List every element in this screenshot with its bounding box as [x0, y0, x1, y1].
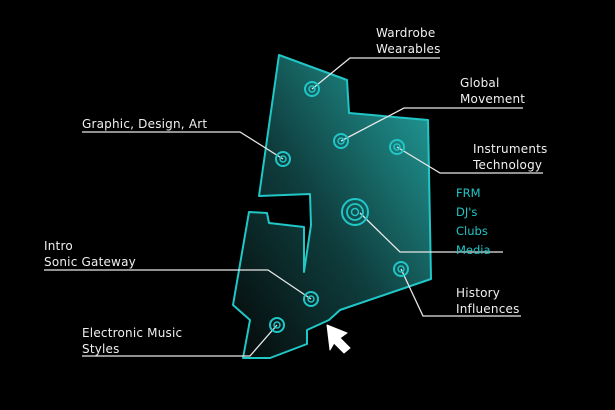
- target-instruments[interactable]: [389, 139, 405, 155]
- target-intro[interactable]: [303, 291, 319, 307]
- label-intro-line2: Sonic Gateway: [44, 255, 136, 269]
- connector-graphic: [82, 131, 284, 160]
- label-history[interactable]: History Influences: [456, 285, 520, 317]
- connector-center: [359, 212, 503, 253]
- label-graphic[interactable]: Graphic, Design, Art: [82, 116, 207, 132]
- label-instruments-line1: Instruments: [473, 142, 548, 156]
- center-topic-djs: DJ's: [456, 205, 478, 219]
- center-topic-media: Media: [456, 243, 491, 257]
- connector-electronic: [82, 324, 278, 357]
- label-history-line1: History: [456, 286, 501, 300]
- connector-intro: [44, 269, 312, 300]
- floor-plan-shape: [232, 54, 432, 359]
- label-electronic-line1: Electronic Music: [82, 326, 183, 340]
- connector-history: [400, 268, 521, 317]
- connector-wardrobe: [311, 57, 440, 90]
- center-topic-clubs: Clubs: [456, 224, 488, 238]
- label-global[interactable]: Global Movement: [460, 75, 525, 107]
- center-topic-list[interactable]: FRM DJ's Clubs Media: [456, 184, 491, 260]
- target-history[interactable]: [393, 261, 409, 277]
- label-intro-line1: Intro: [44, 239, 73, 253]
- label-global-line1: Global: [460, 76, 500, 90]
- center-topic-frm: FRM: [456, 186, 481, 200]
- target-graphic[interactable]: [275, 151, 291, 167]
- target-global[interactable]: [333, 133, 349, 149]
- label-instruments[interactable]: Instruments Technology: [473, 141, 547, 173]
- target-electronic[interactable]: [269, 317, 285, 333]
- label-wardrobe-line1: Wardrobe: [376, 26, 436, 40]
- label-intro[interactable]: Intro Sonic Gateway: [44, 238, 136, 270]
- label-electronic-line2: Styles: [82, 342, 120, 356]
- label-electronic[interactable]: Electronic Music Styles: [82, 325, 182, 357]
- target-center[interactable]: [341, 198, 369, 226]
- label-instruments-line2: Technology: [473, 158, 543, 172]
- label-global-line2: Movement: [460, 92, 526, 106]
- label-graphic-line1: Graphic, Design, Art: [82, 117, 208, 131]
- target-wardrobe[interactable]: [304, 81, 320, 97]
- label-history-line2: Influences: [456, 302, 520, 316]
- connector-instruments: [396, 146, 543, 174]
- connector-global: [340, 107, 523, 142]
- label-wardrobe[interactable]: Wardrobe Wearables: [376, 25, 441, 57]
- entrance-arrow-icon[interactable]: [326, 324, 351, 354]
- label-wardrobe-line2: Wearables: [376, 42, 441, 56]
